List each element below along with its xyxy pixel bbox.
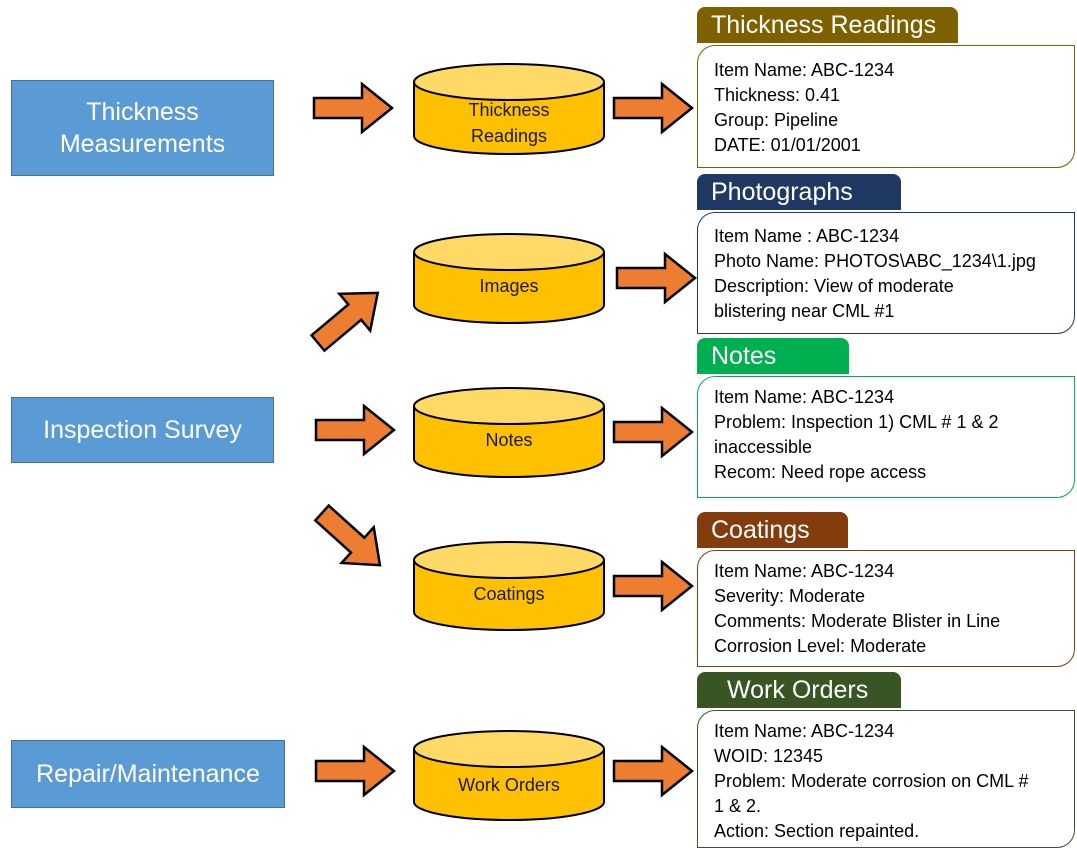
db-images: Images — [414, 234, 604, 324]
db-notes: Notes — [414, 388, 604, 478]
db-work-orders-label: Work Orders — [458, 775, 560, 795]
panel-work-orders-line-4: 1 & 2. — [714, 796, 762, 816]
source-thickness-measurements: Thickness Measurements — [11, 80, 274, 176]
db-thickness-readings-cylinder — [413, 63, 605, 155]
db-images-label: Images — [479, 276, 539, 296]
arrow-images-to-panel — [615, 252, 697, 304]
db-notes-label: Notes — [485, 430, 533, 450]
panel-work-orders-line-2: WOID: 12345 — [714, 746, 824, 766]
panel-coatings-line-2: Severity: Moderate — [714, 586, 866, 606]
arrow-repair-to-work-orders — [314, 745, 396, 797]
panel-photographs-title: Photographs — [697, 174, 901, 210]
panel-work-orders-line-1: Item Name: ABC-1234 — [714, 721, 895, 741]
panel-notes-line-3: inaccessible — [714, 437, 813, 457]
panel-notes: Notes Item Name: ABC-1234 Problem: Inspe… — [697, 338, 1075, 498]
panel-work-orders-title: Work Orders — [697, 672, 901, 708]
db-work-orders: Work Orders — [414, 731, 604, 821]
panel-thickness-line-1: Item Name: ABC-1234 — [714, 60, 895, 80]
db-notes-cylinder — [413, 387, 605, 478]
arrow-work-orders-to-panel — [612, 745, 694, 797]
panel-photographs-line-2: Photo Name: PHOTOS\ABC_1234\1.jpg — [714, 251, 1036, 271]
panel-notes-line-4: Recom: Need rope access — [714, 462, 927, 482]
panel-photographs-line-1: Item Name : ABC-1234 — [714, 226, 900, 246]
panel-notes-title: Notes — [697, 338, 849, 374]
arrow-inspection-to-images — [301, 273, 395, 363]
panel-thickness-readings: Thickness Readings Item Name: ABC-1234 T… — [697, 7, 1075, 168]
source-repair-maintenance: Repair/Maintenance — [11, 740, 285, 808]
arrow-inspection-to-notes — [314, 404, 396, 456]
arrow-notes-to-panel — [612, 406, 694, 458]
panel-thickness-line-4: DATE: 01/01/2001 — [714, 135, 861, 155]
arrow-inspection-to-coatings — [304, 493, 398, 585]
source-inspection-survey: Inspection Survey — [11, 397, 274, 463]
db-coatings-cylinder — [413, 541, 605, 631]
panel-notes-line-1: Item Name: ABC-1234 — [714, 387, 895, 407]
db-images-cylinder — [413, 233, 605, 324]
panel-thickness-line-3: Group: Pipeline — [714, 110, 839, 130]
db-thickness-label-2: Readings — [470, 126, 548, 146]
panel-notes-line-2: Problem: Inspection 1) CML # 1 & 2 — [714, 412, 999, 432]
panel-coatings-title: Coatings — [697, 512, 848, 548]
panel-work-orders-line-5: Action: Section repainted. — [714, 821, 920, 841]
panel-coatings: Coatings Item Name: ABC-1234 Severity: M… — [697, 512, 1075, 667]
db-work-orders-cylinder — [413, 730, 605, 821]
source-repair-label: Repair/Maintenance — [36, 760, 260, 788]
db-coatings-label: Coatings — [473, 584, 545, 604]
panel-work-orders: Work Orders Item Name: ABC-1234 WOID: 12… — [697, 672, 1075, 848]
arrow-thickness-to-db — [312, 82, 394, 134]
panel-coatings-line-1: Item Name: ABC-1234 — [714, 561, 895, 581]
source-inspection-label: Inspection Survey — [43, 416, 242, 444]
panel-work-orders-line-3: Problem: Moderate corrosion on CML # — [714, 771, 1029, 791]
panel-coatings-line-3: Comments: Moderate Blister in Line — [714, 611, 1001, 631]
db-thickness-readings: Thickness Readings — [414, 64, 604, 154]
source-thickness-label: Thickness Measurements — [59, 98, 226, 158]
db-coatings: Coatings — [414, 542, 604, 632]
arrow-thickness-db-to-panel — [612, 82, 694, 134]
panel-photographs: Photographs Item Name : ABC-1234 Photo N… — [697, 174, 1075, 334]
panel-thickness-line-2: Thickness: 0.41 — [714, 85, 841, 105]
panel-thickness-title: Thickness Readings — [697, 7, 958, 43]
panel-photographs-line-3: Description: View of moderate — [714, 276, 954, 296]
panel-photographs-line-4: blistering near CML #1 — [714, 301, 895, 321]
db-thickness-label-1: Thickness — [468, 100, 550, 120]
arrow-coatings-to-panel — [612, 560, 694, 612]
panel-coatings-line-4: Corrosion Level: Moderate — [714, 636, 927, 656]
